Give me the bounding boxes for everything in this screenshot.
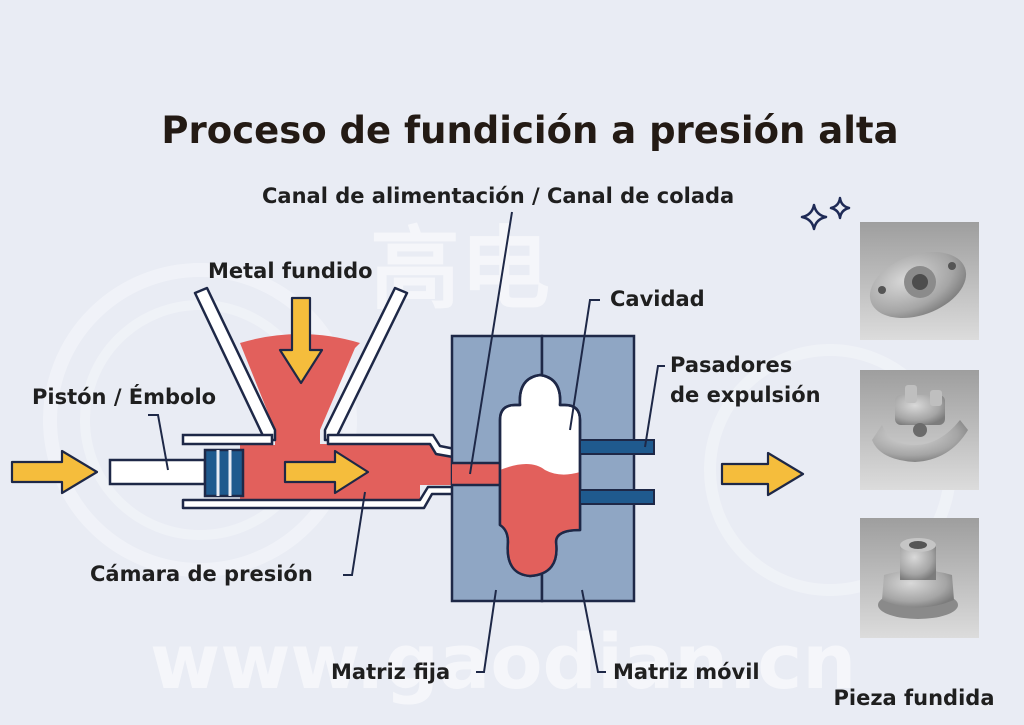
arrows xyxy=(10,296,805,497)
ejector-pin-bottom xyxy=(579,489,655,505)
leader-moving-die xyxy=(581,589,606,673)
piston xyxy=(108,448,245,498)
chamber-top-wall xyxy=(181,433,274,446)
page-title: Proceso de fundición a presión alta xyxy=(161,109,898,152)
label-piston: Pistón / Émbolo xyxy=(32,384,216,409)
sparkle-icon xyxy=(800,196,851,231)
piston-rod xyxy=(108,458,207,486)
arrow-chamber-flow xyxy=(283,449,370,495)
leader-fixed-die xyxy=(476,589,497,673)
leader-piston xyxy=(148,414,169,471)
watermark-url: www.gaodian.cn xyxy=(150,617,856,706)
label-ejector-pins-2: de expulsión xyxy=(670,383,821,407)
leader-lines xyxy=(148,211,665,673)
label-runner: Canal de alimentación / Canal de colada xyxy=(262,184,734,208)
label-moving-die: Matriz móvil xyxy=(613,660,760,684)
label-ejector-pins-1: Pasadores xyxy=(670,353,792,377)
arrow-pour-down xyxy=(278,296,324,385)
watermark-ring-left xyxy=(43,263,357,577)
label-casting: Pieza fundida xyxy=(833,686,994,710)
leader-chamber xyxy=(343,491,366,576)
ejector-pins xyxy=(579,439,655,505)
cavity xyxy=(498,373,582,578)
leader-cavity xyxy=(569,299,600,431)
runner xyxy=(452,463,500,485)
casting-photo-1 xyxy=(860,222,979,340)
leader-runner xyxy=(469,211,513,475)
ejector-pin-top xyxy=(579,439,655,455)
label-fixed-die: Matriz fija xyxy=(331,660,450,684)
label-cavity: Cavidad xyxy=(610,287,705,311)
label-molten-metal: Metal fundido xyxy=(208,259,373,283)
arrow-eject xyxy=(720,451,805,497)
label-shot-chamber: Cámara de presión xyxy=(90,562,313,586)
casting-photo-2 xyxy=(860,370,979,490)
piston-head xyxy=(203,448,245,498)
leader-pins xyxy=(644,365,665,448)
arrow-piston-push xyxy=(10,449,99,495)
funnel-left-wall xyxy=(193,286,277,442)
casting-photo-3 xyxy=(860,518,979,638)
